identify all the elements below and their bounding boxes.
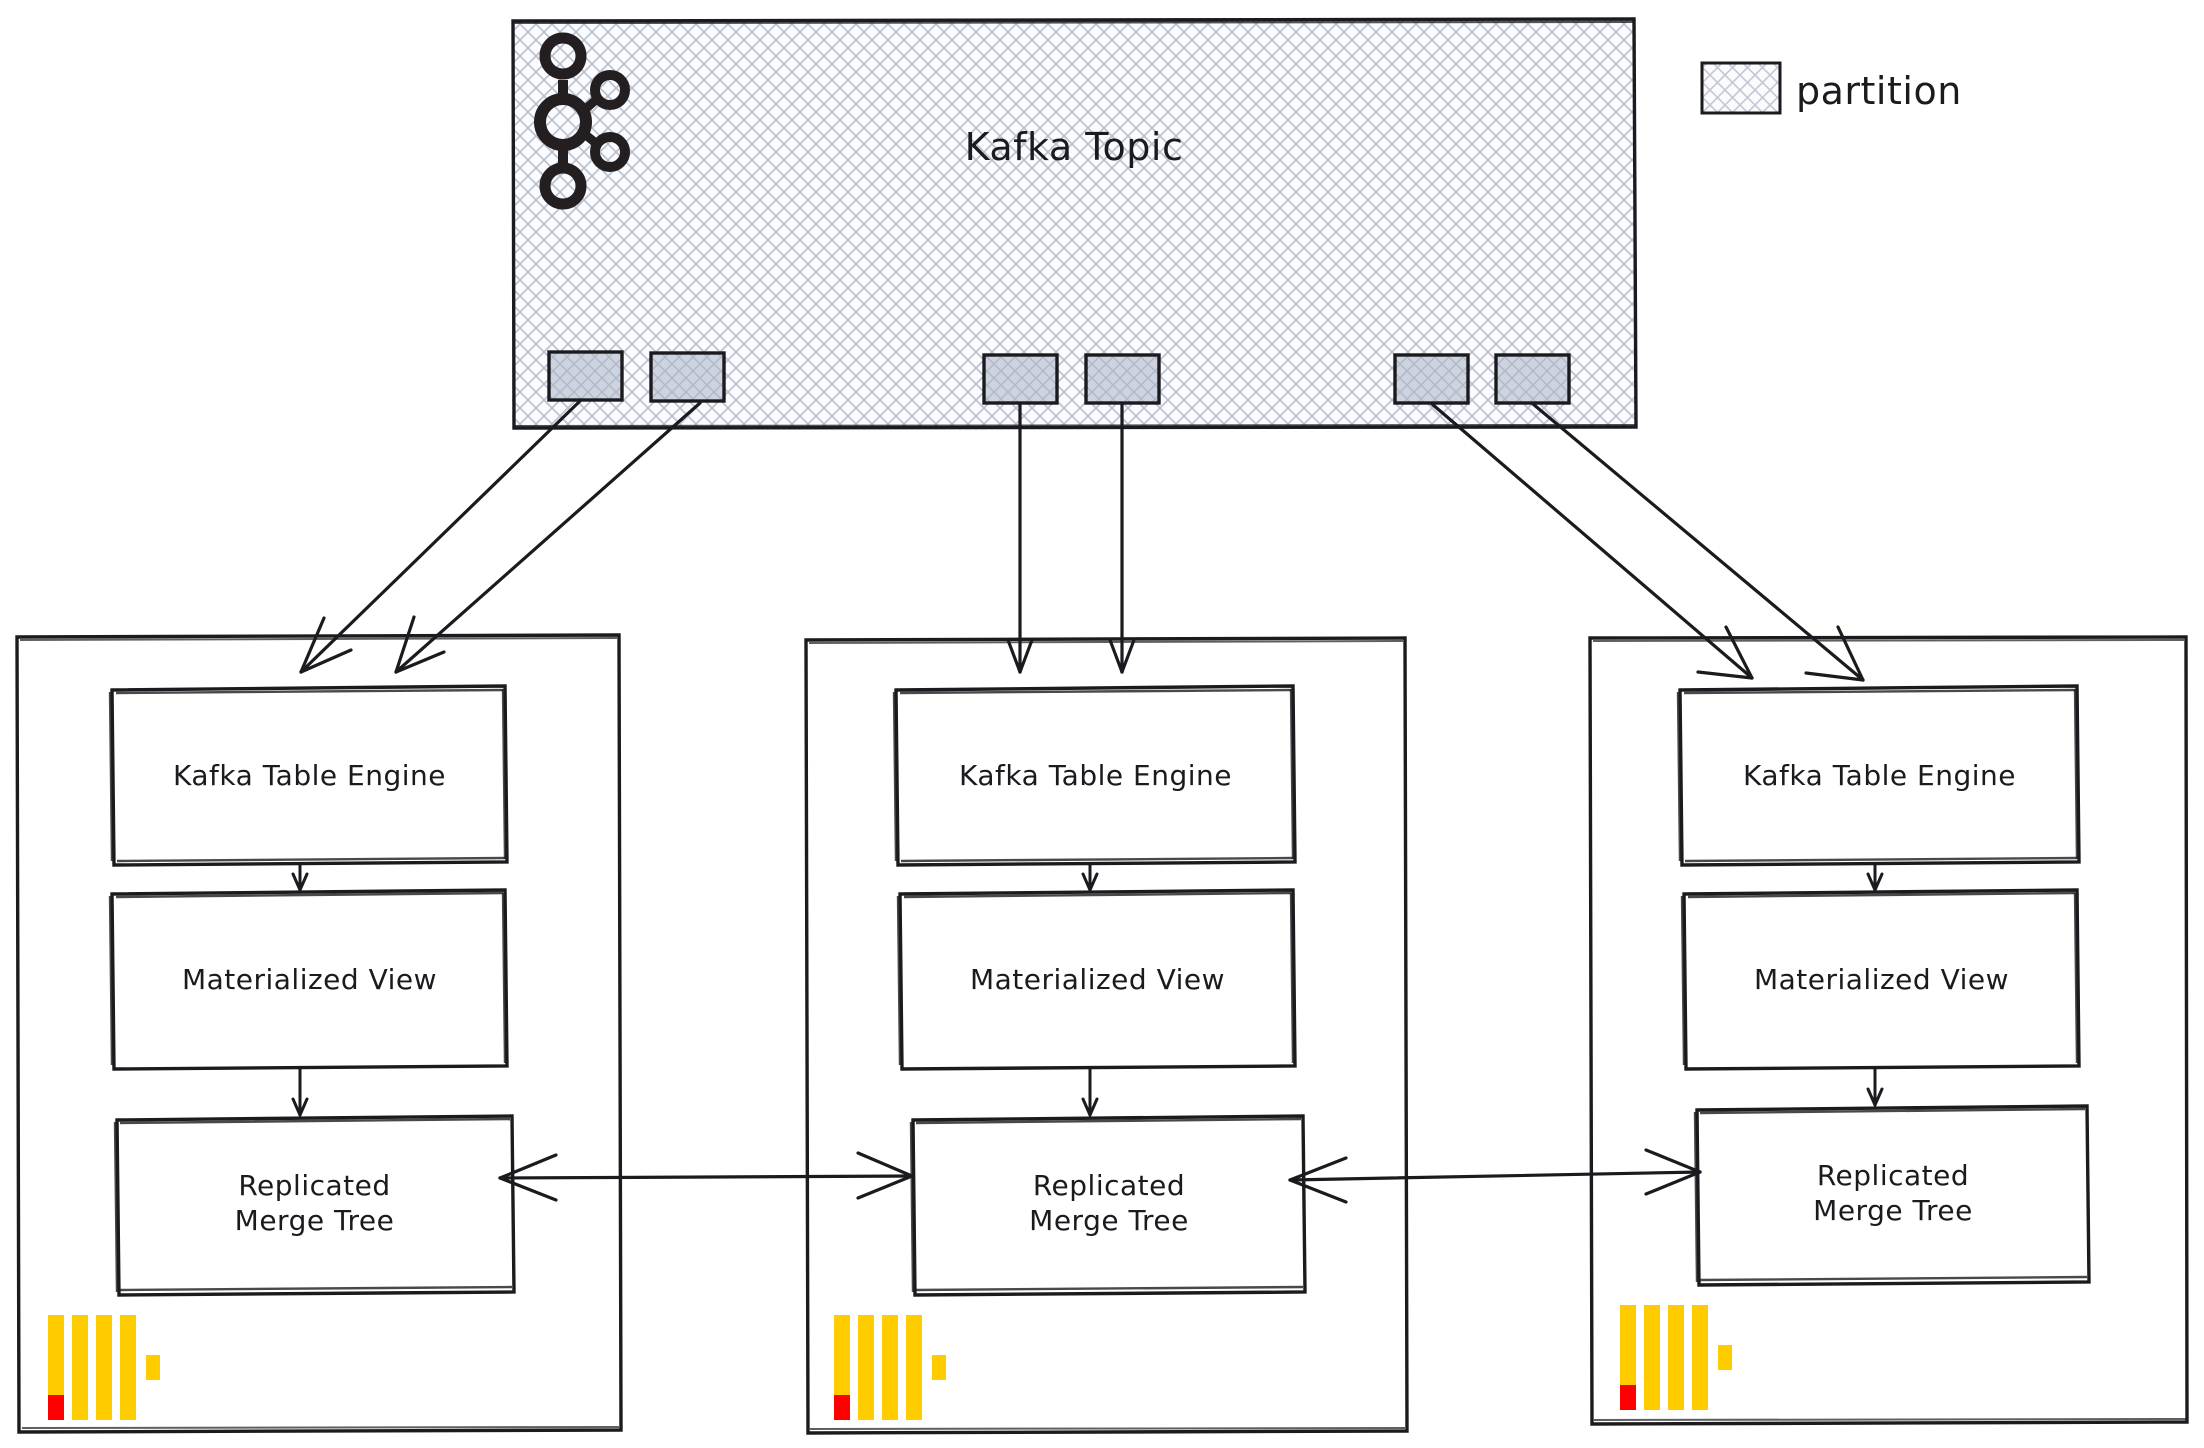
materialized-view-box[interactable] bbox=[108, 888, 509, 1071]
partition-to-engine-arrow bbox=[299, 399, 702, 674]
kafka-table-engine-label: Kafka Table Engine bbox=[959, 759, 1232, 792]
kafka-table-engine-label: Kafka Table Engine bbox=[1743, 759, 2016, 792]
cluster-container bbox=[804, 636, 1409, 1435]
partition-to-engine-arrow bbox=[1006, 402, 1136, 674]
kafka-table-engine-box[interactable] bbox=[892, 684, 1297, 867]
kafka-table-engine-box[interactable] bbox=[108, 684, 509, 867]
clickhouse-logo-icon bbox=[1620, 1305, 1732, 1410]
replication-arrow bbox=[498, 1151, 914, 1202]
partition-box[interactable] bbox=[982, 353, 1059, 405]
replicated-merge-tree-label: Replicated Merge Tree bbox=[1813, 1159, 1973, 1227]
replicated-merge-tree-box[interactable] bbox=[909, 1114, 1307, 1297]
replicated-merge-tree-label: Replicated Merge Tree bbox=[1029, 1169, 1189, 1237]
partition-box[interactable] bbox=[1393, 353, 1470, 405]
materialized-view-label: Materialized View bbox=[1753, 963, 2010, 996]
legend-partition-swatch bbox=[1700, 61, 1782, 115]
replicated-merge-tree-label: Replicated Merge Tree bbox=[234, 1169, 395, 1237]
flow-arrow bbox=[291, 863, 1884, 1117]
materialized-view-label: Materialized View bbox=[969, 963, 1226, 996]
partition-box[interactable] bbox=[1084, 353, 1161, 405]
materialized-view-box[interactable] bbox=[896, 888, 1297, 1071]
partition-to-engine-arrow bbox=[1430, 402, 1865, 682]
kafka-logo-icon bbox=[534, 32, 630, 210]
partition-box[interactable] bbox=[547, 350, 624, 402]
clickhouse-logo-icon bbox=[48, 1315, 160, 1420]
kafka-table-engine-label: Kafka Table Engine bbox=[173, 759, 446, 792]
replicated-merge-tree-box[interactable] bbox=[1693, 1104, 2091, 1287]
replicated-merge-tree-box[interactable] bbox=[113, 1114, 516, 1297]
replication-arrow bbox=[1288, 1148, 1702, 1204]
kafka-topic-title: Kafka Topic bbox=[964, 125, 1184, 169]
materialized-view-label: Materialized View bbox=[181, 963, 438, 996]
legend-label: partition bbox=[1796, 69, 1962, 113]
kafka-table-engine-box[interactable] bbox=[1676, 684, 2081, 867]
partition-box[interactable] bbox=[1494, 353, 1571, 405]
clickhouse-logo-icon bbox=[834, 1315, 946, 1420]
cluster-container bbox=[1588, 635, 2189, 1426]
cluster-container bbox=[15, 633, 623, 1434]
partition-box[interactable] bbox=[649, 351, 726, 403]
materialized-view-box[interactable] bbox=[1680, 888, 2081, 1071]
